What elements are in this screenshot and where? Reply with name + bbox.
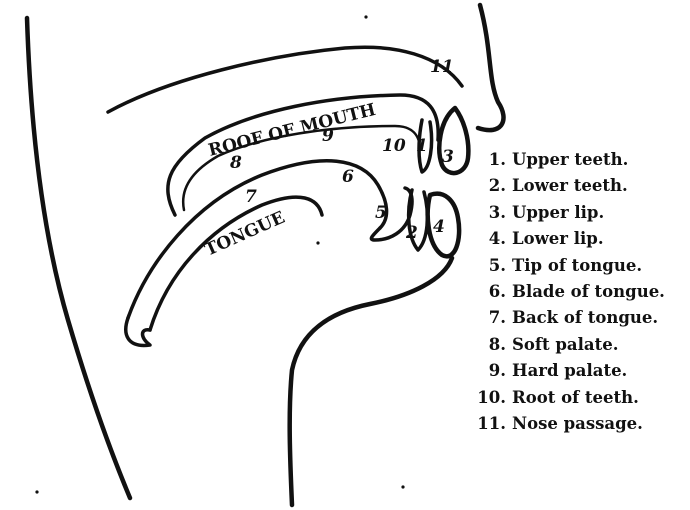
legend-text: Root of teeth. [512, 388, 639, 407]
legend-text: Soft palate. [512, 335, 618, 354]
legend-text: Blade of tongue. [512, 282, 665, 301]
legend-number: 4. [462, 226, 506, 252]
legend-number: 10. [462, 385, 506, 411]
marker-7: 7 [245, 187, 257, 207]
legend-text: Hard palate. [512, 361, 627, 380]
roof-of-mouth-label: ROOF OF MOUTH [206, 100, 377, 161]
marker-10: 10 [382, 136, 406, 156]
legend-text: Upper lip. [512, 203, 604, 222]
marker-3: 3 [442, 147, 454, 167]
legend-number: 5. [462, 253, 506, 279]
legend-number: 6. [462, 279, 506, 305]
legend-text: Tip of tongue. [512, 256, 642, 275]
print-speck [364, 15, 367, 18]
legend-item: 8. Soft palate. [462, 332, 665, 358]
throat-hook [126, 318, 150, 345]
legend-number: 7. [462, 305, 506, 331]
legend-number: 11. [462, 411, 506, 437]
print-speck [401, 485, 404, 488]
tongue-lower-surface [150, 197, 322, 330]
legend-number: 3. [462, 200, 506, 226]
marker-4: 4 [433, 217, 445, 237]
legend-item: 3. Upper lip. [462, 200, 665, 226]
marker-2: 2 [405, 223, 418, 243]
legend-text: Upper teeth. [512, 150, 628, 169]
legend-item: 2. Lower teeth. [462, 173, 665, 199]
legend-text: Back of tongue. [512, 308, 658, 327]
legend-number: 8. [462, 332, 506, 358]
legend-list: 1. Upper teeth. 2. Lower teeth. 3. Upper li… [462, 147, 665, 437]
legend-item: 11. Nose passage. [462, 411, 665, 437]
nose-passage-outline [108, 47, 462, 112]
legend-item: 5. Tip of tongue. [462, 253, 665, 279]
legend-number: 2. [462, 173, 506, 199]
legend-item: 6. Blade of tongue. [462, 279, 665, 305]
neck-back-outline [27, 18, 130, 498]
marker-1: 1 [416, 136, 428, 156]
marker-8: 8 [229, 153, 242, 173]
marker-5: 5 [375, 203, 387, 223]
marker-6: 6 [342, 167, 354, 187]
marker-9: 9 [322, 126, 334, 146]
print-speck [35, 490, 38, 493]
marker-11: 11 [430, 57, 454, 77]
print-speck [316, 241, 319, 244]
nose-profile [478, 5, 504, 130]
legend-text: Lower teeth. [512, 176, 628, 195]
legend-item: 1. Upper teeth. [462, 147, 665, 173]
legend-text: Nose passage. [512, 414, 643, 433]
legend-item: 4. Lower lip. [462, 226, 665, 252]
legend-text: Lower lip. [512, 229, 604, 248]
legend-item: 10. Root of teeth. [462, 385, 665, 411]
legend-number: 1. [462, 147, 506, 173]
chin-throat-outline [290, 258, 452, 505]
legend-item: 9. Hard palate. [462, 358, 665, 384]
legend-number: 9. [462, 358, 506, 384]
legend-item: 7. Back of tongue. [462, 305, 665, 331]
